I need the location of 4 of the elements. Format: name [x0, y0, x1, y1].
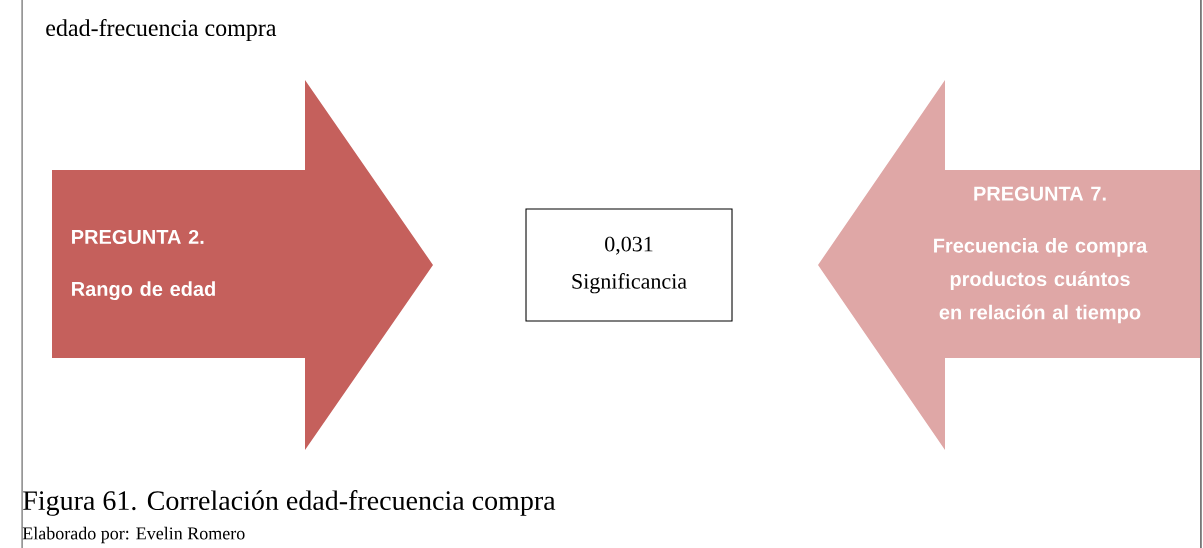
- caption-text: Figura 61. Correlación edad-frecuencia compra: [23, 490, 556, 516]
- value-box: 0,031 Significancia: [525, 208, 733, 322]
- heading-text: edad-frecuencia compra: [46, 19, 277, 41]
- credit-text: Elaborado por: Evelin Romero: [22, 526, 245, 544]
